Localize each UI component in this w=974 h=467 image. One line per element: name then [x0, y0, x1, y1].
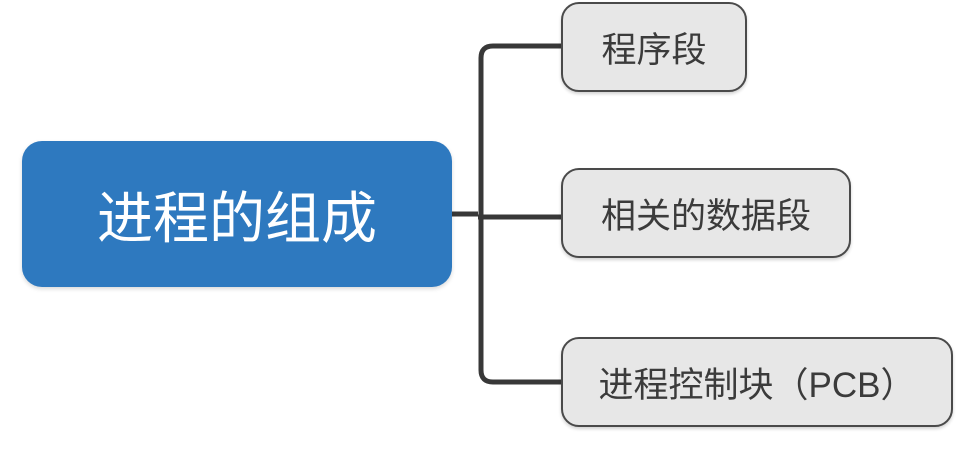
branch-node-label: 进程控制块（PCB）: [598, 365, 916, 405]
root-node-label: 进程的组成: [97, 186, 377, 250]
branch-node-pcb[interactable]: 进程控制块（PCB）: [561, 337, 953, 427]
connector-trunk: [478, 43, 561, 385]
branch-node-label: 程序段: [601, 30, 707, 70]
branch-node-label: 相关的数据段: [600, 196, 811, 236]
branch-node-program-segment[interactable]: 程序段: [561, 2, 747, 92]
branch-node-data-segment[interactable]: 相关的数据段: [561, 168, 851, 258]
root-node[interactable]: 进程的组成: [22, 141, 452, 287]
